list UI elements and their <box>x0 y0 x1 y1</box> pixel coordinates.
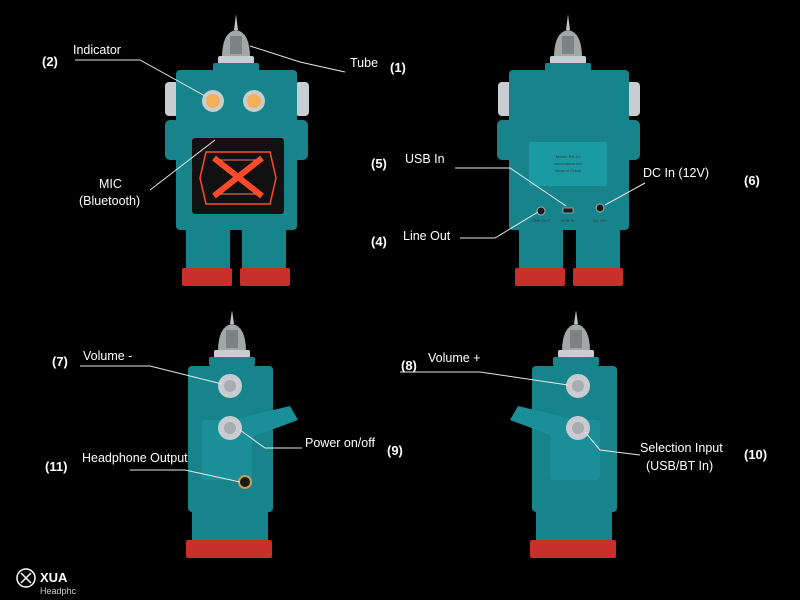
headphone-number: (11) <box>45 459 67 474</box>
selection-arm <box>510 406 576 440</box>
usb-port-label: USB IN <box>561 218 574 223</box>
left-side-foot <box>186 540 272 558</box>
logo-mark-icon <box>16 568 36 588</box>
front-right-leg <box>242 228 286 270</box>
plate-line: www.xduoo.net <box>554 161 582 166</box>
front-left-foot <box>182 268 232 286</box>
right-side-foot <box>530 540 616 558</box>
usb-port <box>562 207 574 214</box>
vacuum-tube-right-side <box>553 310 599 366</box>
mic-label: MIC <box>99 177 122 191</box>
rear-right-foot <box>573 268 623 286</box>
left-ear-knob <box>165 82 179 116</box>
robot-rear-view: Model: RH-01 www.xduoo.net Made in China… <box>497 14 640 286</box>
power-label: Power on/off <box>305 436 375 450</box>
rear-left-foot <box>515 268 565 286</box>
power-number: (9) <box>387 443 403 458</box>
selection-label-sub: (USB/BT In) <box>646 459 713 473</box>
volume-plus-label: Volume + <box>428 351 480 365</box>
front-right-foot <box>240 268 290 286</box>
vacuum-tube-rear <box>545 14 591 72</box>
callout-labels: Tube (1) (2) Indicator MIC (Bluetooth) (… <box>42 43 767 474</box>
indicator-label: Indicator <box>73 43 121 57</box>
usb-in-label: USB In <box>405 152 445 166</box>
rear-info-plate: Model: RH-01 www.xduoo.net Made in China <box>529 142 607 186</box>
headphone-label: Headphone Output <box>82 451 188 465</box>
indicator-number: (2) <box>42 54 58 69</box>
tube-number: (1) <box>390 60 406 75</box>
plate-line: Made in China <box>555 168 582 173</box>
volume-minus-label: Volume - <box>83 349 132 363</box>
headphone-jack <box>238 475 252 489</box>
leader-lines <box>75 45 646 483</box>
line-out-port-label: LINE OUT <box>532 218 551 223</box>
selection-label: Selection Input <box>640 441 723 455</box>
line-out-port <box>536 206 546 216</box>
logo-subtext: Headphc <box>40 586 77 596</box>
front-left-leg <box>186 228 230 270</box>
vacuum-tube-left-side <box>209 310 255 366</box>
selection-number: (10) <box>744 447 767 462</box>
rear-left-ear <box>498 82 512 116</box>
mic-label-sub: (Bluetooth) <box>79 194 140 208</box>
volume-minus-number: (7) <box>52 354 68 369</box>
plate-line: Model: RH-01 <box>556 154 581 159</box>
tube-label: Tube <box>350 56 378 70</box>
power-arm <box>232 406 298 440</box>
volume-plus-number: (8) <box>401 358 417 373</box>
line-out-number: (4) <box>371 234 387 249</box>
robot-front-view <box>165 14 309 286</box>
line-out-label: Line Out <box>403 229 451 243</box>
indicator-lights <box>202 90 265 112</box>
rear-right-ear <box>626 82 640 116</box>
vacuum-tube <box>213 14 259 72</box>
usb-in-number: (5) <box>371 156 387 171</box>
logo-text: XUA <box>40 570 68 585</box>
dc-in-label: DC In (12V) <box>643 166 709 180</box>
brand-logo: XUA Headphc <box>16 568 77 596</box>
dc-in-number: (6) <box>744 173 760 188</box>
dc-port-label: DC 12V <box>593 218 607 223</box>
robot-left-side-view <box>186 310 298 558</box>
dc-port <box>595 203 605 213</box>
front-display-screen <box>192 138 284 214</box>
right-ear-knob <box>295 82 309 116</box>
robot-right-side-view <box>510 310 617 558</box>
